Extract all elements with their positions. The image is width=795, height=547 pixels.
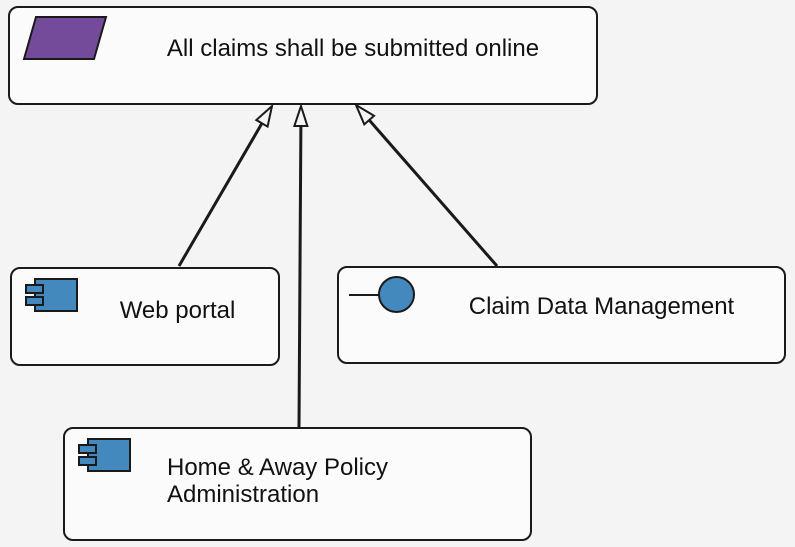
interface-lollipop-icon [349,276,415,313]
node-web-portal-label: Web portal [119,297,236,324]
requirement-parallelogram-icon [22,16,108,60]
node-claim-data-management-label: Claim Data Management [468,292,735,320]
component-icon [25,278,78,312]
node-home-away-policy-administration[interactable]: Home & Away Policy Administration [63,427,532,541]
realization-arrow-claim_data_management[interactable] [353,102,499,267]
node-requirement[interactable]: All claims shall be submitted online [8,6,598,105]
component-icon [78,438,131,472]
node-requirement-label: All claims shall be submitted online [166,35,540,62]
node-web-portal[interactable]: Web portal [10,267,280,366]
realization-arrow-home_away[interactable] [292,102,309,428]
realization-arrow-web_portal[interactable] [177,103,274,267]
node-claim-data-management[interactable]: Claim Data Management [337,266,786,364]
node-home-away-policy-administration-label: Home & Away Policy Administration [167,454,388,508]
